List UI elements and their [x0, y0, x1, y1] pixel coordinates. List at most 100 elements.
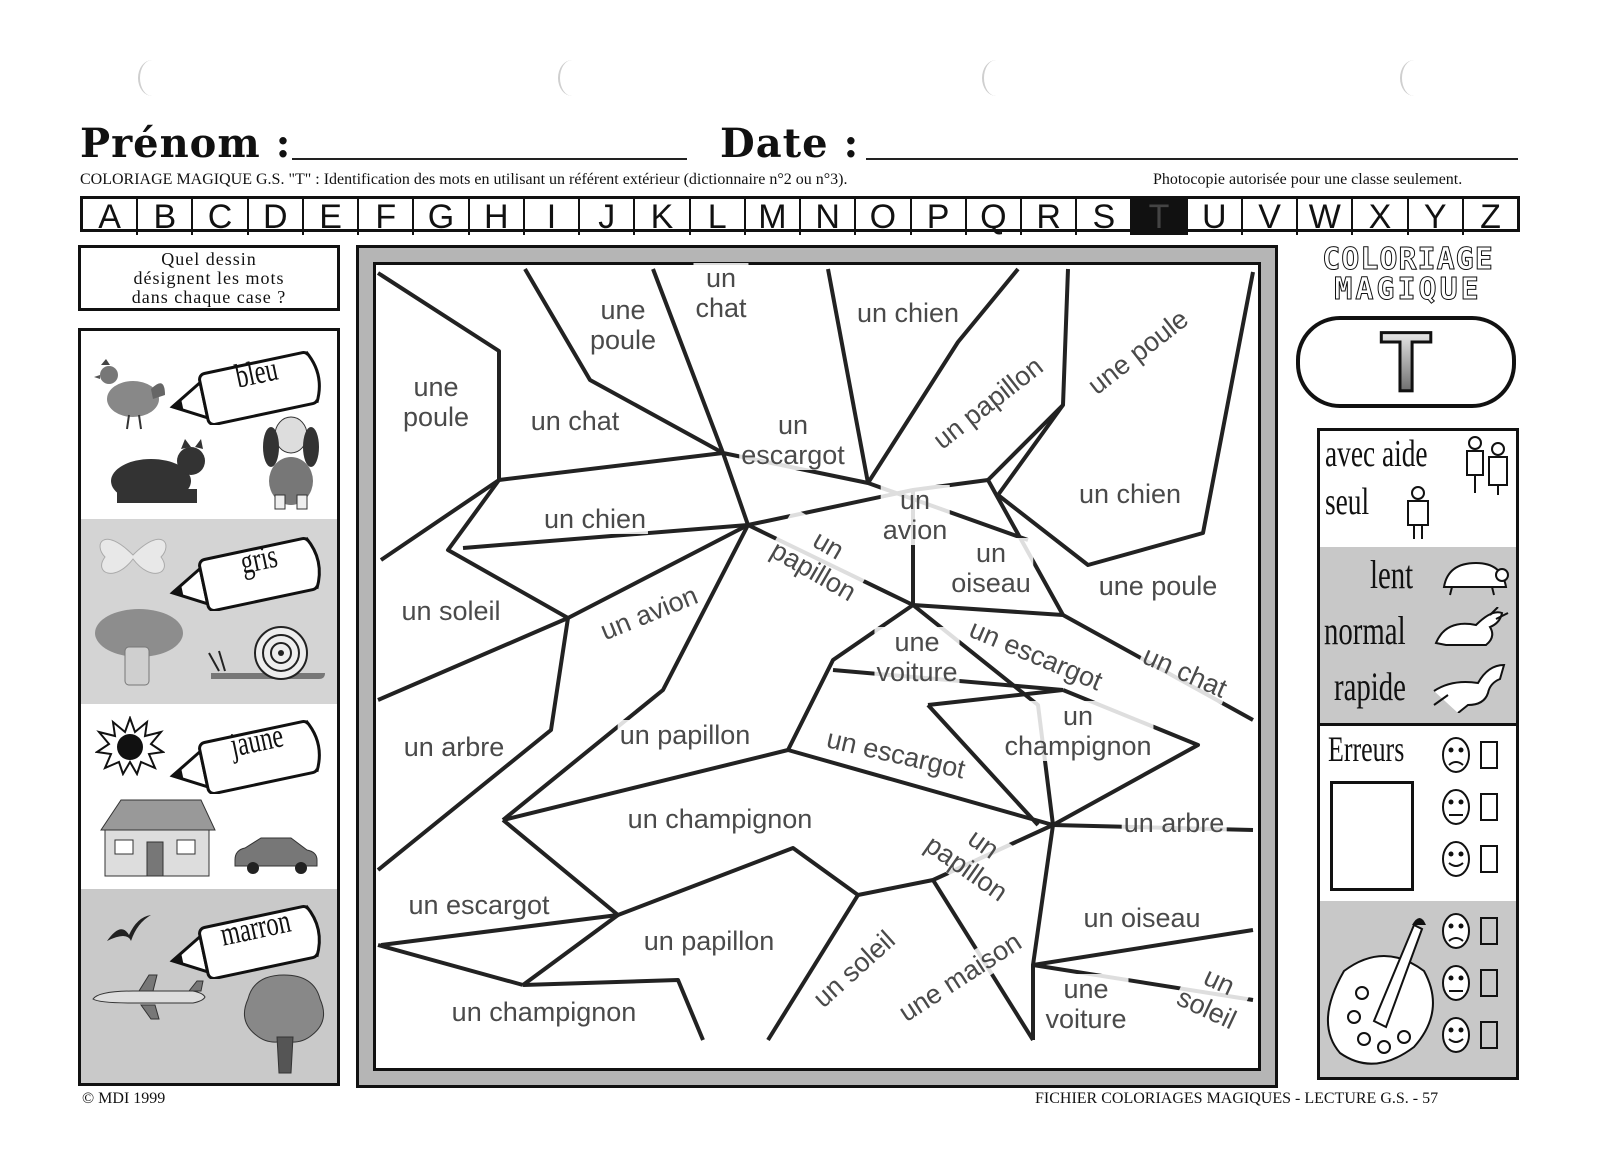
error-checkbox[interactable]	[1480, 741, 1498, 769]
puzzle-words: un chat une poule un chien une poule un chat…	[376, 263, 1258, 1068]
errors-count-box[interactable]	[1330, 781, 1414, 891]
alphabet-letter: Y	[1409, 199, 1464, 235]
alphabet-letter: S	[1077, 199, 1133, 235]
puzzle-word: un chien	[541, 504, 649, 534]
speed-section: lent normal rapide	[1320, 547, 1516, 726]
question-line: Quel dessin	[161, 249, 257, 269]
alphabet-letter: X	[1353, 199, 1409, 235]
alphabet-letter: I	[525, 199, 581, 235]
prenom-field[interactable]	[292, 158, 687, 160]
footer-publisher: MDI 1999	[98, 1090, 166, 1107]
title-line1: COLORIAGE	[1322, 242, 1494, 277]
car-icon	[234, 837, 318, 874]
pencil-icon	[169, 719, 321, 794]
legend-panel: bleu gris	[78, 328, 340, 1086]
faces-icon	[1442, 913, 1470, 1053]
puzzle-word: une poule	[587, 295, 659, 355]
speed-normal-label: normal	[1324, 608, 1406, 653]
evaluation-panel: avec aide seul lent normal rapide	[1317, 428, 1519, 1080]
bird-icon	[107, 915, 151, 941]
alphabet-letter: H	[470, 199, 525, 235]
alphabet-letter: A	[83, 199, 139, 235]
puzzle-word: un chat	[1136, 639, 1234, 705]
photocopy-note: Photocopie autorisée pour une classe seu…	[1153, 171, 1463, 188]
puzzle-word: une voiture	[874, 627, 960, 687]
date-label: Date :	[720, 120, 860, 167]
snail-icon	[208, 626, 325, 680]
coloring-checkbox[interactable]	[1480, 917, 1498, 945]
palette-icon	[1327, 918, 1434, 1065]
binder-hole	[982, 60, 1010, 96]
airplane-icon	[92, 974, 206, 1020]
footer-right: FICHIER COLORIAGES MAGIQUES - LECTURE G.…	[1035, 1090, 1439, 1107]
puzzle-word: un champignon	[1002, 701, 1154, 761]
question-line: désignent les mots	[133, 268, 285, 288]
footer-left: © MDI 1999	[82, 1090, 165, 1108]
alphabet-letter: F	[359, 199, 415, 235]
alphabet-letter: Z	[1480, 198, 1501, 236]
binder-hole	[558, 60, 586, 96]
puzzle-word: une poule	[1080, 302, 1196, 402]
error-checkbox[interactable]	[1480, 845, 1498, 873]
pencil-icon	[169, 536, 321, 611]
rabbit-icon	[1434, 607, 1509, 646]
cat-icon	[111, 439, 205, 503]
puzzle-word: un soleil	[805, 923, 903, 1015]
puzzle-word: un papillon	[763, 507, 879, 609]
puzzle-word: un arbre	[1121, 808, 1227, 838]
alphabet-letter: N	[801, 199, 857, 235]
alphabet-letter: K	[635, 199, 691, 235]
person-icon	[1407, 486, 1429, 539]
puzzle-word: une voiture	[1043, 974, 1129, 1034]
prenom-label: Prénom :	[80, 120, 292, 167]
alphabet-letter: J	[580, 199, 636, 235]
puzzle-word: un escargot	[821, 723, 971, 785]
coloring-checkbox[interactable]	[1480, 969, 1498, 997]
puzzle-word: un avion	[594, 579, 704, 647]
legend-section-marron: marron	[81, 889, 337, 1083]
copyright-symbol: ©	[82, 1090, 95, 1107]
puzzle-word: un papillon	[617, 720, 753, 750]
puzzle-word: une maison	[891, 925, 1029, 1029]
alphabet-letter: O	[856, 199, 912, 235]
binder-hole	[138, 60, 166, 96]
legend-section-jaune: jaune	[81, 704, 337, 892]
alphabet-letter: E	[304, 199, 360, 235]
puzzle-word: un papillon	[925, 349, 1051, 457]
avec-aide-label: avec aide	[1325, 433, 1428, 475]
puzzle-word: un soleil	[1170, 953, 1256, 1037]
big-letter: T	[1300, 319, 1512, 406]
horse-icon	[1433, 663, 1506, 713]
butterfly-icon	[99, 538, 167, 574]
magic-title: COLORIAGE MAGIQUE	[1296, 242, 1520, 307]
puzzle-word: un papillon	[918, 803, 1032, 909]
puzzle-word: un escargot	[963, 612, 1109, 698]
alphabet-letter: D	[249, 199, 304, 235]
error-checkbox[interactable]	[1480, 793, 1498, 821]
puzzle-word: un champignon	[625, 804, 815, 834]
alphabet-letter: P	[912, 199, 967, 235]
puzzle-frame: un chat une poule un chien une poule un chat…	[356, 245, 1278, 1088]
alphabet-letter: T	[1132, 199, 1188, 235]
binder-hole	[1400, 60, 1428, 96]
turtle-icon	[1442, 561, 1509, 596]
puzzle-word: un avion	[880, 485, 950, 545]
puzzle-word: un soleil	[399, 596, 503, 626]
legend-section-bleu: bleu	[81, 331, 337, 522]
date-field[interactable]	[866, 158, 1518, 160]
puzzle-word: un chien	[1076, 479, 1184, 509]
two-people-icon	[1466, 436, 1508, 495]
legend-section-gris: gris	[81, 519, 337, 707]
help-section: avec aide seul	[1320, 431, 1516, 550]
question-line: dans chaque case ?	[131, 287, 287, 307]
coloring-checkbox[interactable]	[1480, 1021, 1498, 1049]
dog-icon	[263, 416, 319, 510]
puzzle-word: un escargot	[739, 410, 847, 470]
title-line2: MAGIQUE	[1334, 272, 1482, 307]
mushroom-icon	[95, 609, 183, 686]
alphabet-letter: C	[193, 199, 249, 235]
puzzle-word: un chat	[528, 406, 622, 436]
puzzle-word: un escargot	[406, 890, 552, 920]
hen-icon	[94, 359, 165, 430]
